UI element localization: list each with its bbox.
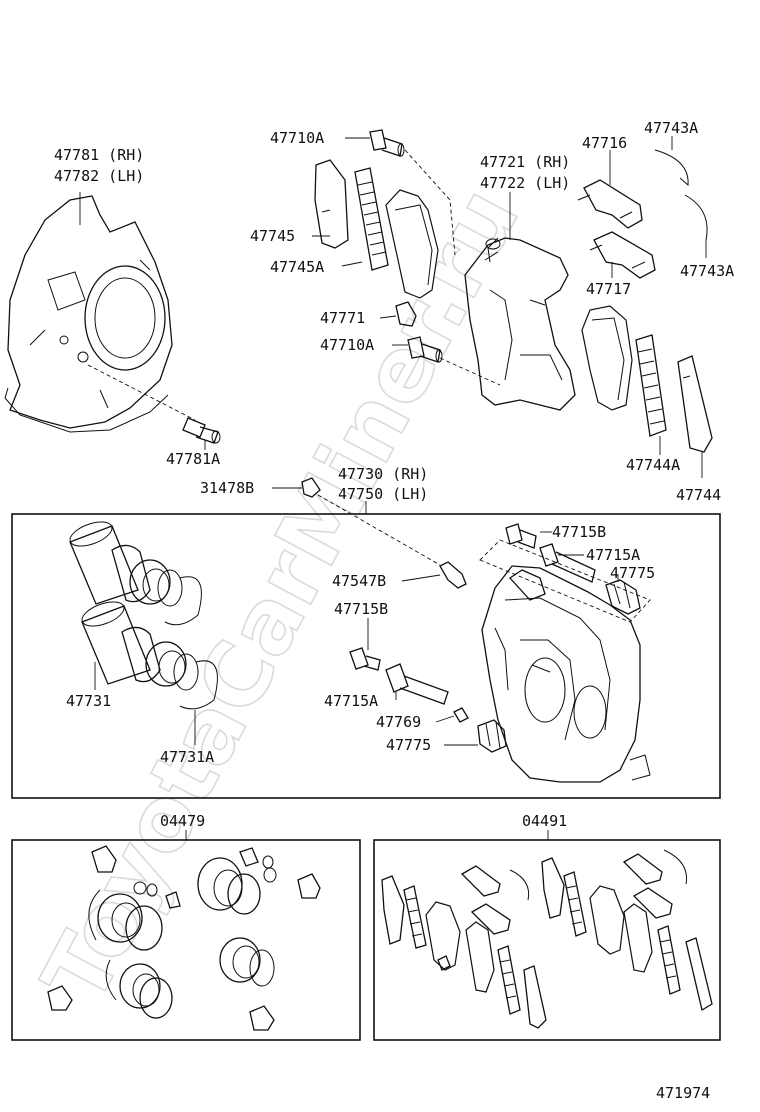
label-47771: 47771 [320,309,365,327]
label-47781a: 47781A [166,450,220,468]
label-47750: 47750 (LH) [338,485,428,503]
dust-shield-drawing [4,195,173,433]
label-47731: 47731 [66,692,111,710]
boot-47775-bot-drawing [477,719,507,753]
shim-47744a-drawing [635,334,667,437]
shim-47744-drawing [677,355,713,453]
label-31478b: 31478B [200,479,254,497]
figure-number: 471974 [656,1084,710,1102]
label-47730: 47730 (RH) [338,465,428,483]
label-kit-04479: 04479 [160,812,205,830]
label-47716: 47716 [582,134,627,152]
pin-47715a-top-drawing [539,543,596,583]
label-kit-04491: 04491 [522,812,567,830]
leader-47769 [435,715,455,723]
bolt-47715b-top-drawing [505,523,537,549]
dashed-line-47781a [87,364,196,421]
bolt-47715b-mid-drawing [349,647,381,671]
label-47744: 47744 [676,486,721,504]
kit-04491-frame [373,839,721,1041]
label-47743a-top: 47743A [644,119,698,137]
bolt-47710a-top-drawing [369,129,405,157]
label-47769: 47769 [376,713,421,731]
label-47710a-top: 47710A [270,129,324,147]
spring-47743a-bot-drawing [684,194,708,241]
cap-31478b-drawing [301,477,321,498]
dashed-box-pins [479,539,651,623]
label-47743a-bot: 47743A [680,262,734,280]
piston-47731-upper-drawing [69,521,202,626]
bush-47769-drawing [453,707,469,723]
leader-47745a [341,261,363,267]
label-47715b-top: 47715B [552,523,606,541]
label-47745a: 47745A [270,258,324,276]
label-47715b-mid: 47715B [334,600,388,618]
watermark-text: ToyotaCarMiner.ru [23,172,539,1020]
brake-pad-upper-drawing [385,189,439,299]
label-47781: 47781 (RH) [54,146,144,164]
caliper-body-drawing [481,565,651,783]
label-47745: 47745 [250,227,295,245]
piston-47731-lower-drawing [81,601,218,710]
label-47710a-mid: 47710A [320,336,374,354]
clip-47717-drawing [589,231,656,279]
dashed-line-47710a-top [404,149,456,256]
label-47721: 47721 (RH) [480,153,570,171]
label-47782: 47782 (LH) [54,167,144,185]
pin-47715a-mid-drawing [385,663,449,705]
torque-plate-drawing [464,237,576,411]
dashed-line-47710a-mid [439,357,501,386]
clip-47771-drawing [395,301,417,327]
bleeder-47547b-drawing [439,561,467,589]
label-47731a: 47731A [160,748,214,766]
kit-04479-parts-drawing [47,845,321,1031]
leader-47771 [379,315,397,319]
leader-47547b [401,574,441,582]
label-47715a-top: 47715A [586,546,640,564]
label-47722: 47722 (LH) [480,174,570,192]
label-47547b: 47547B [332,572,386,590]
shim-47745a-drawing [354,167,389,271]
brake-pad-right-drawing [581,305,633,411]
boot-47775-top-drawing [605,579,641,615]
dashed-line-31478b [317,494,441,566]
bolt-47781a-drawing [182,417,221,444]
clip-47716-drawing [577,179,643,229]
kit-04491-parts-drawing [381,849,713,1029]
label-47744a: 47744A [626,456,680,474]
label-47717: 47717 [586,280,631,298]
shim-47745-drawing [314,159,349,249]
label-47775-bot: 47775 [386,736,431,754]
label-47775-top: 47775 [610,564,655,582]
spring-47743a-top-drawing [654,149,689,187]
label-47715a-mid: 47715A [324,692,378,710]
bolt-47710a-mid-drawing [407,336,443,363]
